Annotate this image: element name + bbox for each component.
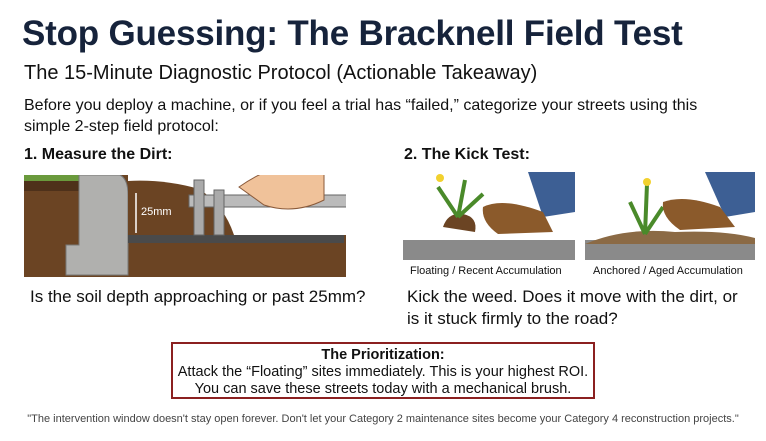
step2-caption: Kick the weed. Does it move with the dir… bbox=[407, 287, 738, 328]
floating-weed-illustration bbox=[403, 172, 575, 260]
subtitle: The 15-Minute Diagnostic Protocol (Actio… bbox=[24, 62, 538, 84]
step1-caption: Is the soil depth approaching or past 25… bbox=[30, 287, 366, 306]
floating-label: Floating / Recent Accumulation bbox=[410, 265, 562, 277]
prioritization-line1: Attack the “Floating” sites immediately.… bbox=[177, 364, 589, 380]
anchored-label: Anchored / Aged Accumulation bbox=[593, 265, 743, 277]
closing-quote: "The intervention window doesn't stay op… bbox=[27, 413, 739, 425]
step1-heading: 1. Measure the Dirt: bbox=[24, 146, 173, 163]
step2-heading: 2. The Kick Test: bbox=[404, 146, 530, 163]
anchored-weed-illustration bbox=[585, 172, 755, 260]
measure-dirt-illustration: 25mm bbox=[24, 175, 346, 277]
depth-label: 25mm bbox=[141, 206, 172, 218]
intro-text: Before you deploy a machine, or if you f… bbox=[24, 97, 698, 135]
page-title: Stop Guessing: The Bracknell Field Test bbox=[22, 14, 683, 53]
prioritization-box: The Prioritization: Attack the “Floating… bbox=[171, 342, 595, 399]
prioritization-heading: The Prioritization: bbox=[321, 347, 445, 363]
prioritization-line2: You can save these streets today with a … bbox=[194, 381, 572, 397]
